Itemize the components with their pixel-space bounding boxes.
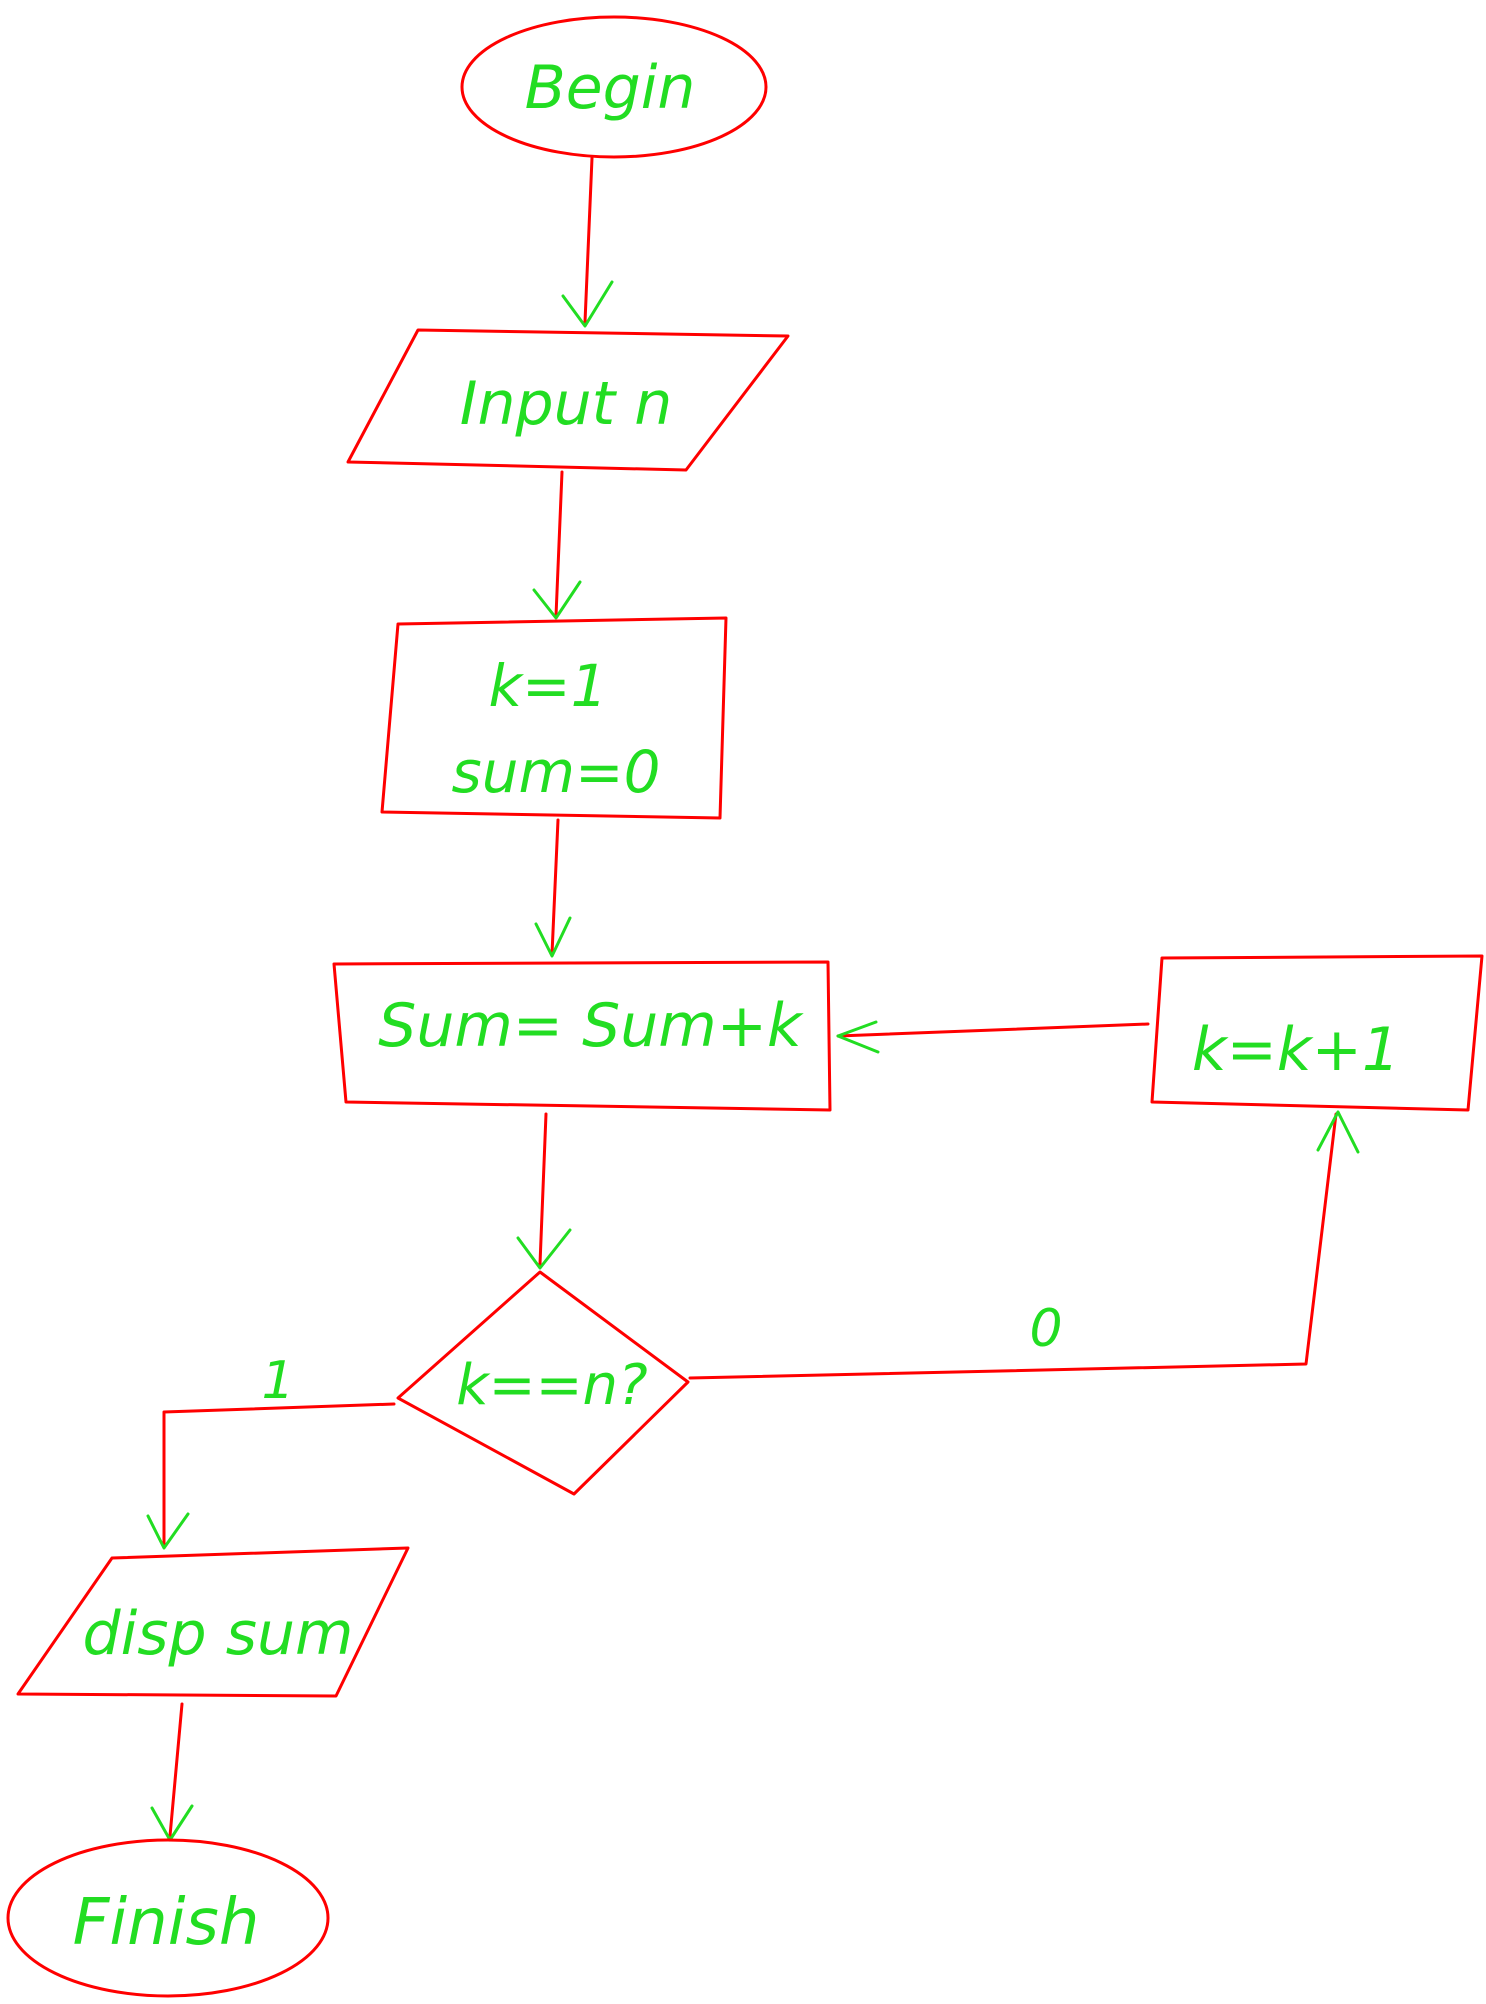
node-increment: k=k+1 (1150, 954, 1484, 1112)
init-label-line2: sum=0 (452, 738, 661, 806)
arrowhead-down (146, 1512, 190, 1550)
edge-line (550, 818, 560, 956)
increment-rectangle (1150, 954, 1484, 1112)
edge-begin-to-input (561, 156, 614, 328)
node-input: Input n (346, 328, 790, 472)
accumulate-label: Sum= Sum+k (378, 991, 804, 1061)
edge-line (554, 470, 564, 618)
node-accumulate: Sum= Sum+k (332, 960, 832, 1112)
edge-decision-to-increment: 0 (688, 1110, 1360, 1380)
finish-ellipse (6, 1838, 330, 1998)
edge-line (688, 1112, 1338, 1380)
output-label: disp sum (83, 1599, 354, 1669)
node-decision: k==n? (396, 1270, 690, 1496)
edge-output-to-finish (150, 1702, 194, 1842)
no-branch-label: 0 (1029, 1299, 1062, 1359)
accumulate-rectangle (332, 960, 832, 1112)
begin-label: Begin (525, 53, 696, 123)
init-label-line1: k=1 (488, 652, 607, 720)
finish-label: Finish (73, 1886, 260, 1960)
init-rectangle (380, 616, 728, 820)
decision-label: k==n? (456, 1353, 648, 1418)
edge-line (583, 156, 594, 324)
increment-label: k=k+1 (1192, 1015, 1400, 1085)
arrowhead-down (534, 916, 572, 958)
edge-line (836, 1022, 1150, 1038)
edge-line (538, 1112, 548, 1266)
input-label: Input n (460, 369, 672, 439)
output-parallelogram (16, 1546, 410, 1698)
arrowhead-down (532, 580, 582, 620)
node-begin: Begin (460, 15, 768, 159)
decision-diamond (396, 1270, 690, 1496)
arrowhead-up (1316, 1110, 1360, 1154)
begin-ellipse (460, 15, 768, 159)
yes-branch-label: 1 (261, 1351, 294, 1411)
arrowhead-left (836, 1020, 880, 1054)
edge-line (162, 1402, 396, 1548)
edge-line (168, 1702, 184, 1838)
node-output: disp sum (16, 1546, 410, 1698)
edge-accumulate-to-decision (516, 1112, 572, 1270)
node-init: k=1 sum=0 (380, 616, 728, 820)
node-finish: Finish (6, 1838, 330, 1998)
arrowhead-down (561, 280, 614, 328)
input-parallelogram (346, 328, 790, 472)
edge-input-to-init (532, 470, 582, 620)
edge-init-to-accumulate (534, 818, 572, 958)
arrowhead-down (516, 1228, 572, 1270)
edge-increment-to-accumulate (836, 1020, 1150, 1054)
edge-decision-to-output: 1 (146, 1351, 396, 1550)
